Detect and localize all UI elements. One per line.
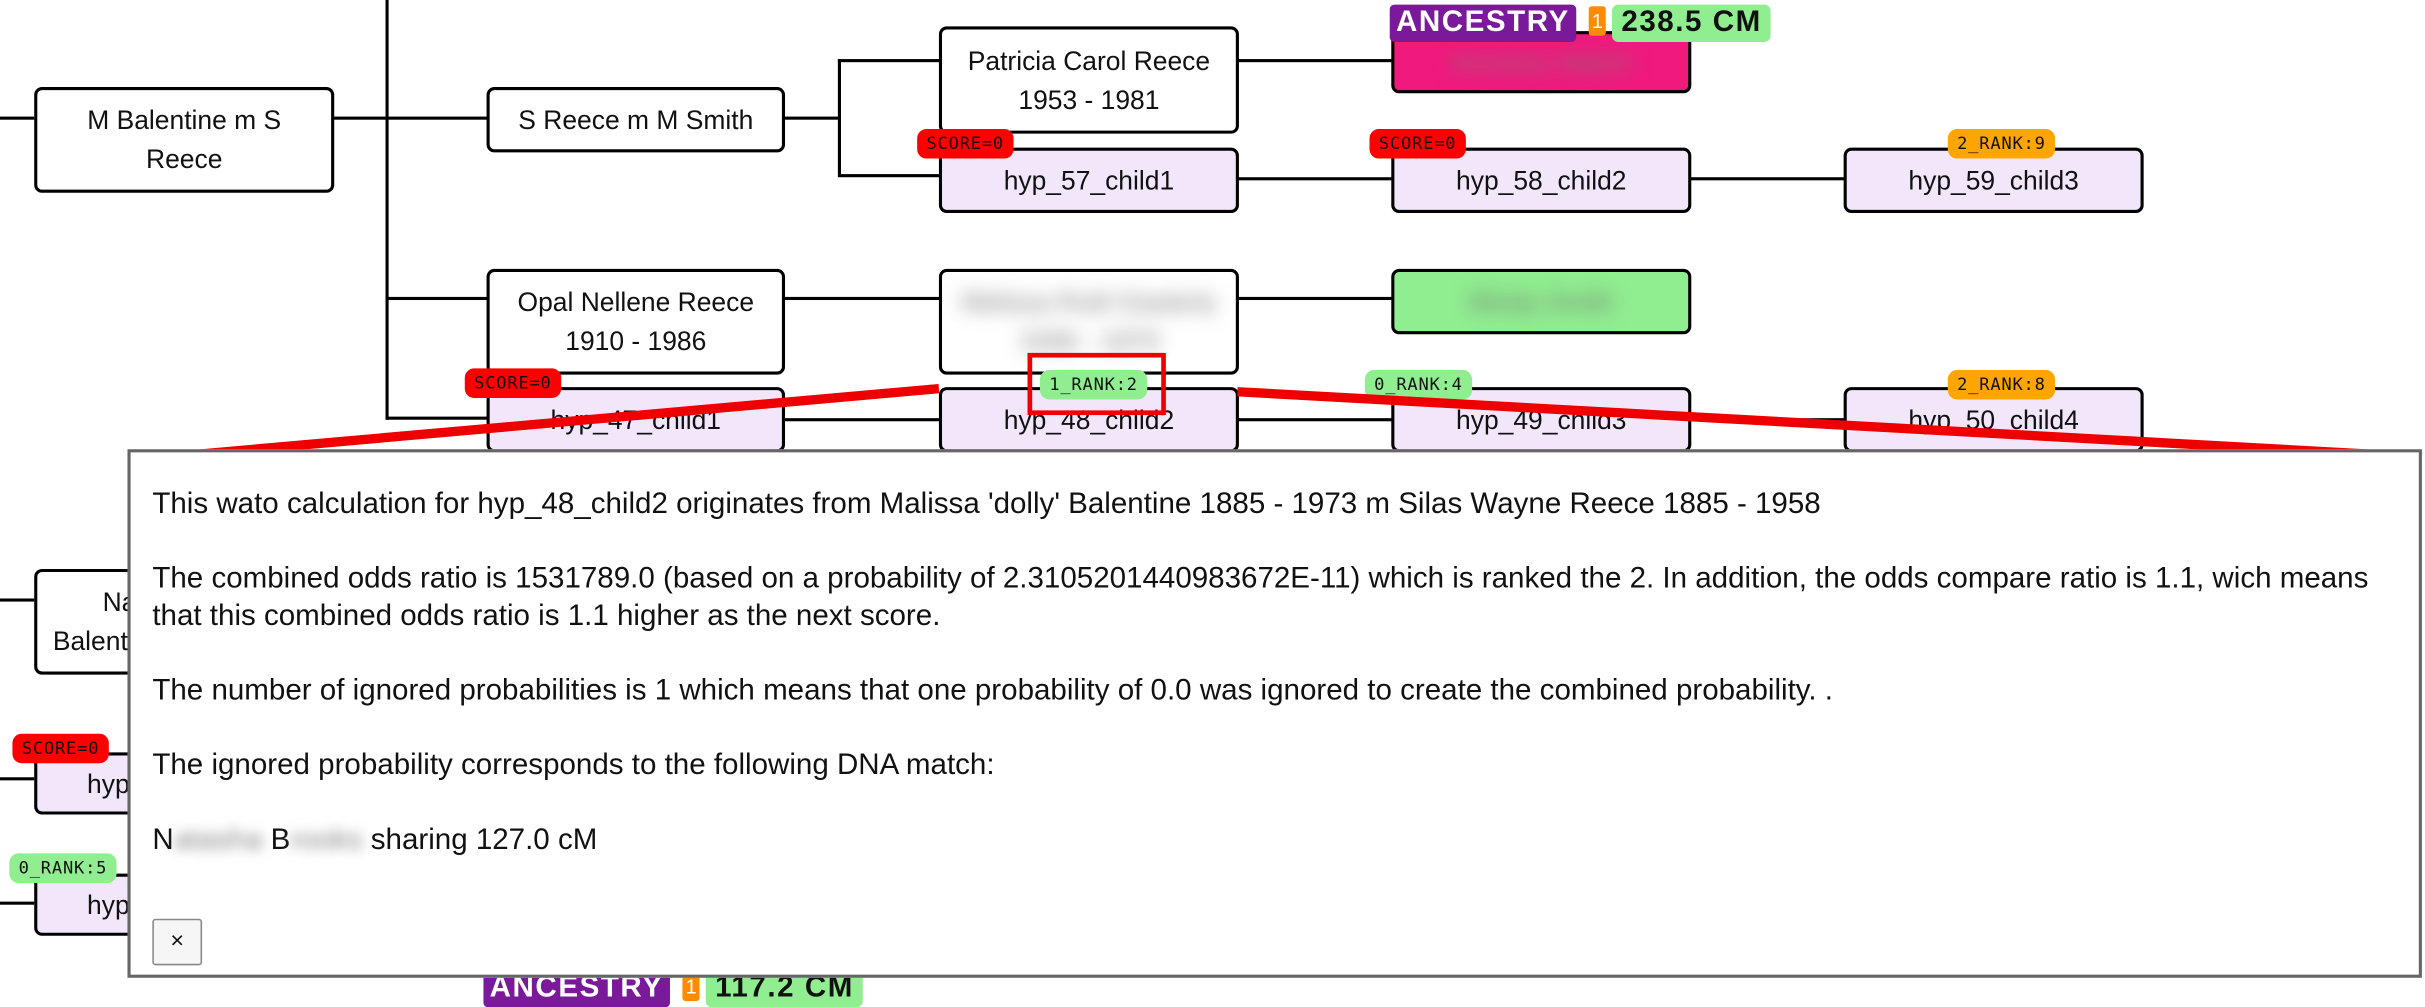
node-label: hyp_57_child1 [1003,165,1175,196]
node-dates: 1910 - 1986 [565,326,707,356]
ancestry-count: 1 [1588,6,1607,36]
dna-match-node[interactable]: Mindy Smith [1391,268,1692,335]
connector [0,116,35,120]
score-badge: SCORE=0 [12,733,109,764]
rank-badge: 0_RANK:5 [9,853,117,883]
match-first-initial: N [152,823,174,857]
connector [0,901,35,905]
score-badge: SCORE=0 [1369,129,1466,159]
person-node-partial[interactable]: Na Balent [34,568,144,675]
rank-badge: 0_RANK:4 [1364,369,1473,400]
dialog-ignored-text: The number of ignored probabilities is 1… [152,674,1833,708]
ancestry-label: ANCESTRY [1389,4,1576,42]
node-label: hyp [87,768,130,799]
match-first-rest: atasha [173,823,263,857]
connector [385,416,489,420]
wato-explanation-dialog: This wato calculation for hyp_48_child2 … [127,449,2422,978]
dialog-match-intro: The ignored probability corresponds to t… [152,749,995,782]
connector [837,59,841,175]
dialog-odds-text: The combined odds ratio is 1531789.0 (ba… [152,562,2369,633]
connector [783,296,943,301]
blurred-name: Melissa Ruth Easterly [961,287,1217,318]
node-name: Opal Nellene Reece [517,287,755,318]
callout-line-left [130,383,940,465]
rank-badge: 2_RANK:8 [1947,369,2056,400]
match-sharing: sharing 127.0 cM [370,823,598,857]
rank-badge-selected[interactable]: 1_RANK:2 [1039,369,1148,400]
blurred-name: Ancestry Match [1450,47,1633,77]
score-badge: SCORE=0 [917,129,1014,159]
blurred-dates: 1936 - 1970 [1018,326,1160,356]
score-badge: SCORE=0 [464,368,561,398]
connector [1688,177,1847,181]
node-label: M Balentine m S Reece [87,105,282,175]
connector [0,598,35,602]
connector [837,174,941,178]
blurred-name: Mindy Smith [1468,286,1614,317]
connector [783,116,840,120]
hyp-node-partial[interactable]: hyp [34,873,144,936]
hyp-node-58[interactable]: hyp_58_child2 [1391,147,1692,213]
connector [1237,418,1393,422]
connector [1237,177,1393,181]
node-label: hyp [87,889,130,920]
connector [783,418,943,422]
callout-line-right [1237,387,2423,462]
person-node-s-reece[interactable]: S Reece m M Smith [486,87,786,153]
person-node-opal[interactable]: Opal Nellene Reece 1910 - 1986 [486,268,786,375]
connector [332,116,489,120]
node-label: hyp_58_child2 [1456,165,1627,196]
connector [837,59,941,63]
connector [385,296,489,301]
selected-rank-highlight [1027,352,1166,416]
ancestry-cm: 238.5 CM [1612,4,1772,42]
node-label: Balent [52,626,128,656]
close-button[interactable]: × [152,918,203,966]
node-label: hyp_59_child3 [1908,165,2079,196]
node-dates: 1953 - 1981 [1018,84,1160,115]
dialog-match-line: Natasha Brooks sharing 127.0 cM [152,822,2397,859]
person-node-patricia[interactable]: Patricia Carol Reece 1953 - 1981 [938,26,1239,134]
connector [0,777,35,781]
person-node-m-balentine[interactable]: M Balentine m S Reece [34,87,335,193]
connector [1237,59,1393,63]
match-last-rest: rooks [290,823,363,857]
dialog-origin-text: This wato calculation for hyp_48_child2 … [152,488,1821,521]
connector [385,0,389,420]
rank-badge: 2_RANK:9 [1947,129,2056,159]
connector [1237,296,1393,301]
match-last-initial: B [270,823,291,857]
node-name: Patricia Carol Reece [967,45,1211,76]
node-label: S Reece m M Smith [518,104,754,135]
